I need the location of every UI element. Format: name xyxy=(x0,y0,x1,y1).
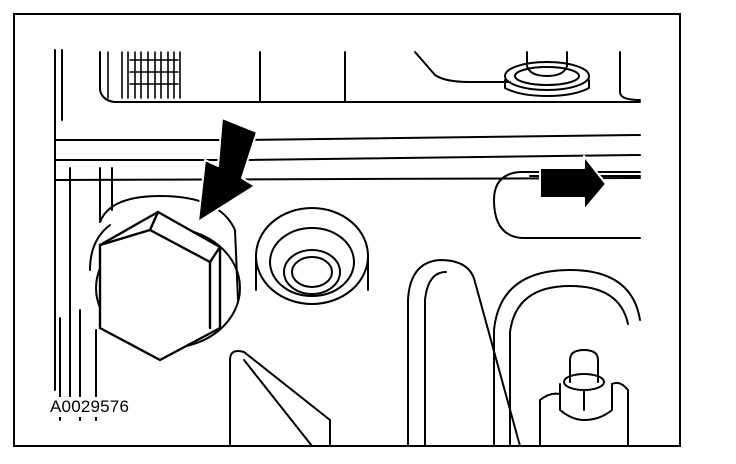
round-sleeve xyxy=(255,207,369,305)
diagonal-callout-arrow-icon xyxy=(197,117,258,223)
figure-border xyxy=(13,13,681,447)
lower-casting xyxy=(229,259,641,446)
bracket-ribs xyxy=(107,51,181,99)
hex-bolt xyxy=(98,210,222,362)
right-direction-arrow-icon xyxy=(539,155,607,211)
lower-stud xyxy=(539,349,629,446)
figure-id-label: A0029576 xyxy=(48,397,132,417)
upper-stud xyxy=(504,51,590,97)
upper-casting-outline xyxy=(54,49,641,181)
